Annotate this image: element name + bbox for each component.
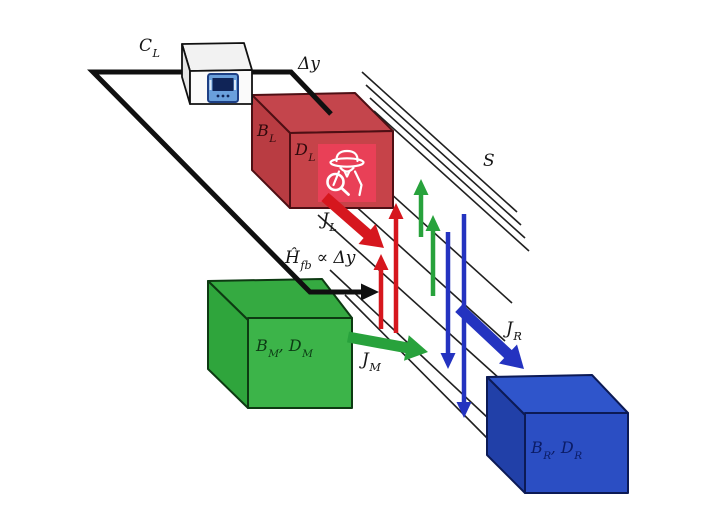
- coupling-arrows: [321, 192, 524, 369]
- green-box-front-face: [247, 317, 353, 409]
- device-button: [221, 94, 225, 98]
- arrow-head: [440, 353, 456, 369]
- blue-current-arrow-down-2: [456, 214, 472, 418]
- jl-coupling-arrow: [321, 192, 384, 248]
- red-current-arrow-up-1: [388, 203, 404, 333]
- label-coupling-jm: JM: [362, 350, 381, 375]
- chain-line: [373, 110, 530, 252]
- current-arrows: [373, 179, 472, 418]
- chain-line: [369, 97, 526, 239]
- measurement-device-icon: [207, 73, 239, 103]
- blue-box-front-face: [524, 412, 629, 494]
- label-coupling-jl: JL: [322, 210, 337, 235]
- arrow-head: [456, 402, 472, 418]
- feedback-wire-path: [87, 69, 362, 295]
- green-bath-box: [207, 278, 353, 409]
- arrow-head: [388, 203, 404, 219]
- detector-top-face: [181, 42, 253, 72]
- device-slot-left: [209, 80, 212, 90]
- feedback-wire: [87, 69, 379, 301]
- red-current-arrow-up-2: [373, 254, 389, 329]
- jr-coupling-arrow: [455, 303, 524, 369]
- spy-shoulder-right: [353, 170, 363, 197]
- label-bath-br-dr: BR, DR: [531, 438, 583, 463]
- arrow-head: [425, 215, 441, 231]
- label-detector-dl: DL: [295, 140, 316, 165]
- label-bath-bm-dm: BM, DM: [256, 336, 313, 361]
- jm-coupling-arrow: [347, 331, 428, 361]
- device-button: [216, 94, 220, 98]
- label-feedback-hamiltonian: Ĥfb ∝ Δy: [285, 248, 356, 273]
- chain-line: [361, 71, 518, 213]
- arrow-head: [373, 254, 389, 270]
- arrow-head: [413, 179, 429, 195]
- jm-arrow-shaft: [347, 331, 409, 354]
- green-current-arrow-up-2: [425, 215, 441, 296]
- blue-bath-box: [486, 374, 629, 494]
- spy-hat-dome: [335, 149, 359, 163]
- chain-line: [365, 84, 522, 226]
- device-screen: [212, 78, 234, 91]
- jr-arrow-shaft: [455, 303, 513, 360]
- label-coupling-jr: JR: [506, 319, 522, 344]
- spy-hat-brim: [329, 157, 365, 168]
- green-current-arrow-up-1: [413, 179, 429, 237]
- spy-collar: [343, 169, 351, 178]
- device-button: [226, 94, 230, 98]
- spy-face: [339, 166, 355, 173]
- spy-magnifier-handle: [340, 186, 350, 196]
- label-delta-y: Δy: [298, 54, 320, 74]
- spy-magnifier-lens: [326, 172, 345, 192]
- device-slot-right: [234, 80, 236, 90]
- spy-glyph: [326, 149, 365, 197]
- spy-eavesdropper-icon: [318, 144, 376, 202]
- jl-arrow-head: [358, 224, 384, 248]
- chain-lines-front: [361, 71, 530, 252]
- chain-line: [317, 214, 501, 380]
- jr-arrow-head: [499, 344, 524, 369]
- jl-arrow-shaft: [321, 192, 373, 240]
- label-chain-s: S: [483, 151, 495, 171]
- feedback-arrowhead: [361, 283, 379, 301]
- jm-arrow-head: [404, 335, 428, 361]
- label-controller-cl: CL: [139, 36, 160, 61]
- label-bath-bl: BL: [257, 121, 277, 146]
- blue-current-arrow-down-1: [440, 232, 456, 369]
